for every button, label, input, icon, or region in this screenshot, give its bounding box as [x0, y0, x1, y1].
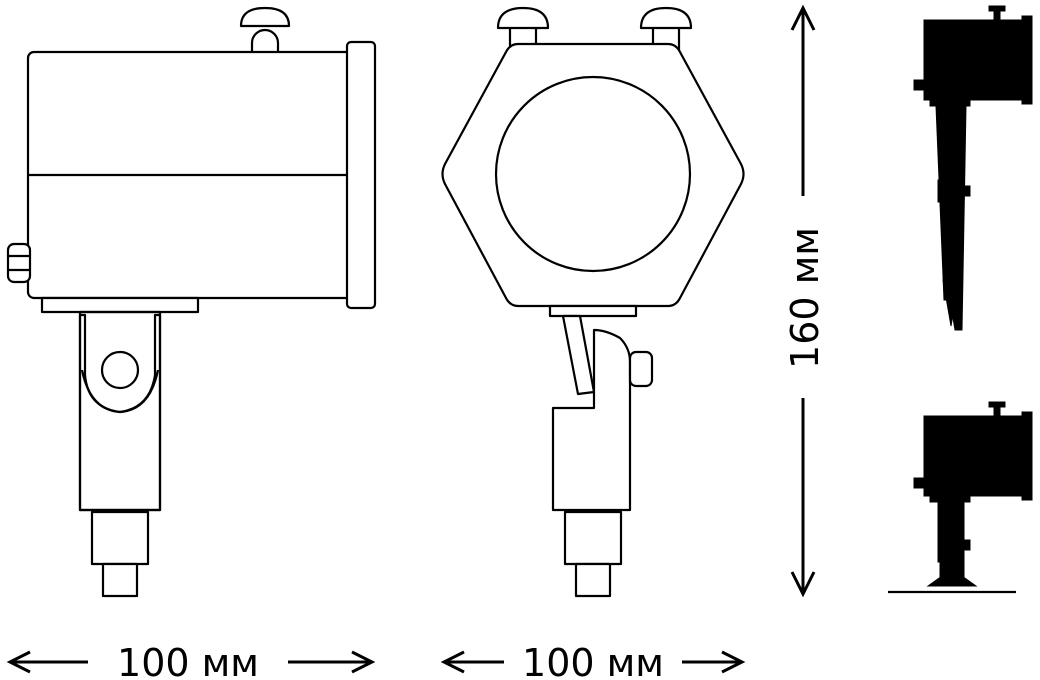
front-pin-upper: [563, 510, 623, 566]
front-pin-lower: [574, 562, 612, 598]
front-base-plate: [548, 304, 638, 318]
front-arm: [561, 314, 596, 396]
front-lens: [494, 75, 692, 273]
depth-label: 100 мм: [522, 641, 664, 680]
front-side-nut: [628, 350, 654, 388]
spike-silhouette: [913, 5, 1033, 331]
height-label: 160 мм: [783, 227, 827, 369]
side-rear-nut: [6, 242, 32, 284]
front-bracket: [551, 328, 632, 512]
width-dimension-right: 100 мм: [440, 641, 746, 680]
side-view: [6, 6, 377, 598]
base-silhouette: [888, 401, 1033, 594]
side-base-plate: [40, 296, 200, 314]
side-front-rim: [345, 40, 377, 310]
height-dimension: 160 мм: [783, 4, 827, 598]
front-view: [441, 6, 745, 598]
side-pin-lower: [101, 562, 139, 598]
side-pin-upper: [90, 510, 150, 566]
width-dimension-left: 100 мм: [6, 641, 376, 680]
side-pivot-bolt: [100, 350, 140, 390]
width-label: 100 мм: [117, 641, 259, 680]
